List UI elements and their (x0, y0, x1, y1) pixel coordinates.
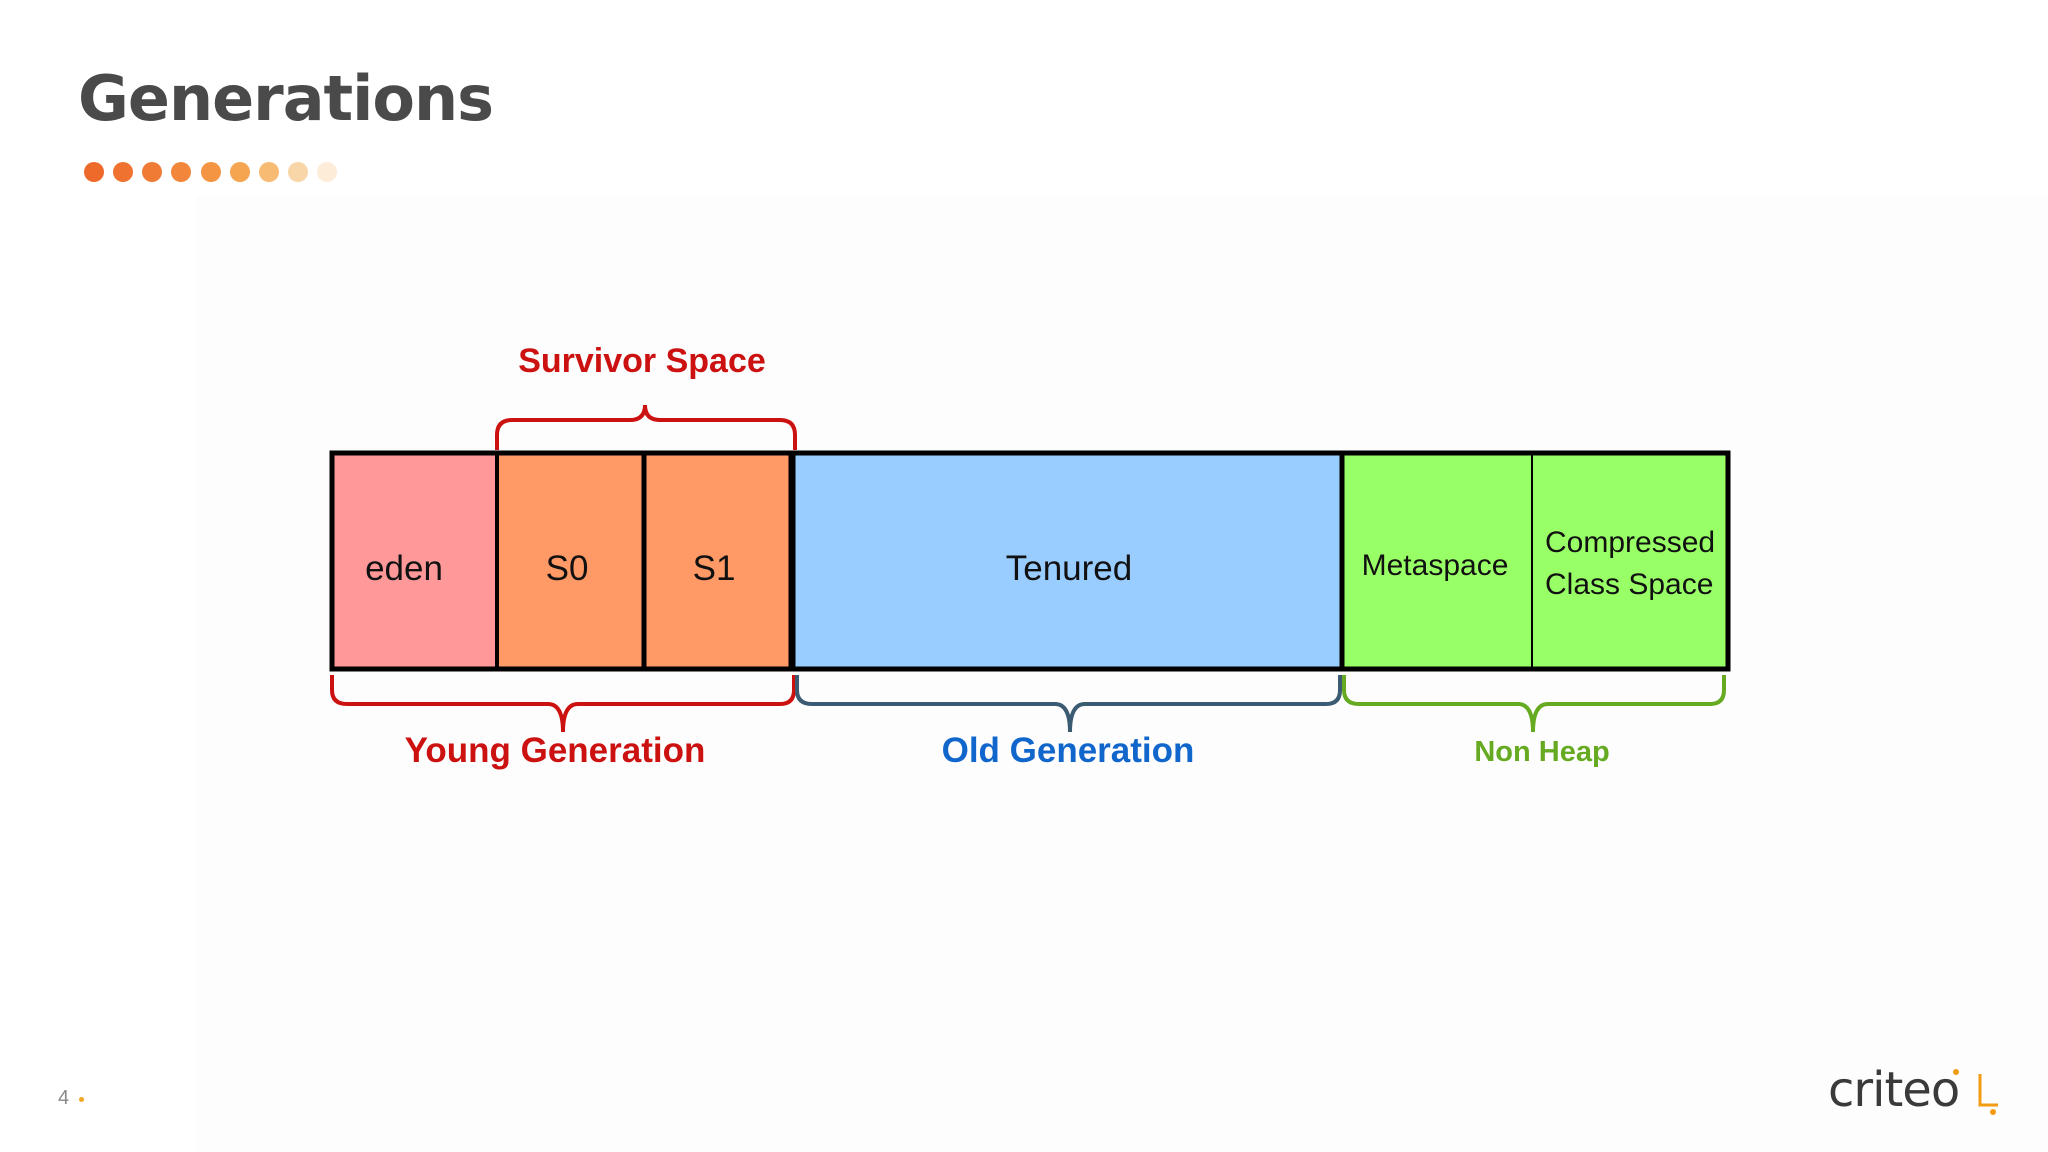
young-generation-label: Young Generation (405, 731, 706, 770)
compressed-label-line2: Class Space (1545, 568, 1713, 601)
segment-metaspace (1342, 453, 1532, 669)
survivor-space-label: Survivor Space (518, 342, 766, 380)
survivor-space-brace (495, 404, 797, 450)
compressed-label-line1: Compressed (1545, 526, 1715, 559)
page-number-dot (79, 1097, 84, 1102)
segment-eden (332, 453, 497, 669)
logo-text: criteo (1828, 1062, 1960, 1118)
s1-label: S1 (693, 549, 736, 588)
slide-title: Generations (78, 62, 494, 135)
title-dot (142, 162, 162, 182)
segment-compressed-class-space (1532, 453, 1728, 669)
title-dot (171, 162, 191, 182)
young-generation-brace (330, 675, 796, 733)
non-heap-brace (1342, 675, 1726, 733)
title-dot (230, 162, 250, 182)
logo-bracket-icon (1953, 1069, 1998, 1115)
segment-s1 (644, 453, 792, 669)
segment-s0 (497, 453, 644, 669)
diagram-panel (196, 196, 2048, 1152)
eden-label: eden (365, 549, 443, 588)
title-dot (317, 162, 337, 182)
s0-label: S0 (546, 549, 589, 588)
segment-tenured (792, 453, 1342, 669)
title-dot (201, 162, 221, 182)
criteo-logo: criteo (1828, 1062, 2008, 1122)
metaspace-label: Metaspace (1362, 549, 1509, 582)
old-generation-brace (795, 675, 1342, 733)
segments-outer-border (329, 450, 1731, 672)
page-number: 4 (58, 1087, 70, 1109)
tenured-label: Tenured (1006, 549, 1132, 588)
title-dot (113, 162, 133, 182)
title-dot (84, 162, 104, 182)
title-dot (259, 162, 279, 182)
old-generation-label: Old Generation (942, 731, 1195, 770)
title-dot (288, 162, 308, 182)
non-heap-label: Non Heap (1474, 736, 1609, 768)
heap-segments (332, 453, 1728, 669)
